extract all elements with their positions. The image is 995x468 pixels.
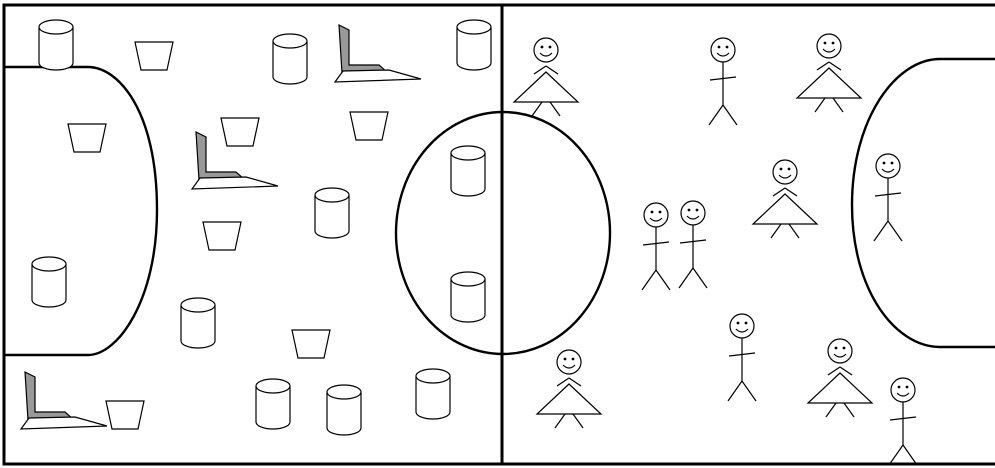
trapezoid-icon <box>203 222 241 250</box>
stick-figure-woman-icon <box>514 38 578 116</box>
cylinder-icon <box>451 146 485 196</box>
trapezoid-icon <box>350 112 388 140</box>
trapezoid-icon <box>135 42 173 70</box>
trapezoid-icon <box>292 330 330 358</box>
cylinder-icon <box>457 20 491 70</box>
stick-figure-man-icon <box>642 203 670 290</box>
cylinder-icon <box>32 257 66 307</box>
stick-figure-man-icon <box>728 314 756 401</box>
stick-figure-man-icon <box>679 201 707 288</box>
stick-figure-woman-icon <box>537 350 601 428</box>
cylinder-icon <box>181 298 215 348</box>
stick-figure-woman-icon <box>808 339 872 417</box>
cylinder-icon <box>39 20 73 70</box>
trapezoid-icon <box>106 401 144 429</box>
stick-figure-woman-icon <box>753 160 817 238</box>
trapezoid-icon <box>68 124 106 152</box>
cylinder-icon <box>273 34 307 84</box>
cylinder-icon <box>256 379 290 429</box>
stick-figure-woman-icon <box>797 34 861 112</box>
right-region-outline <box>852 59 995 347</box>
stick-figure-man-icon <box>889 378 917 465</box>
trapezoid-icon <box>221 118 259 146</box>
chair-icon <box>335 25 421 82</box>
stick-figure-man-icon <box>709 38 737 125</box>
cylinder-icon <box>315 188 349 238</box>
cylinder-icon <box>451 272 485 322</box>
cylinder-icon <box>327 385 361 435</box>
cylinder-icon <box>416 369 450 419</box>
stick-figure-man-icon <box>874 154 902 241</box>
left-region-outline <box>5 67 157 355</box>
chair-icon <box>21 372 107 429</box>
